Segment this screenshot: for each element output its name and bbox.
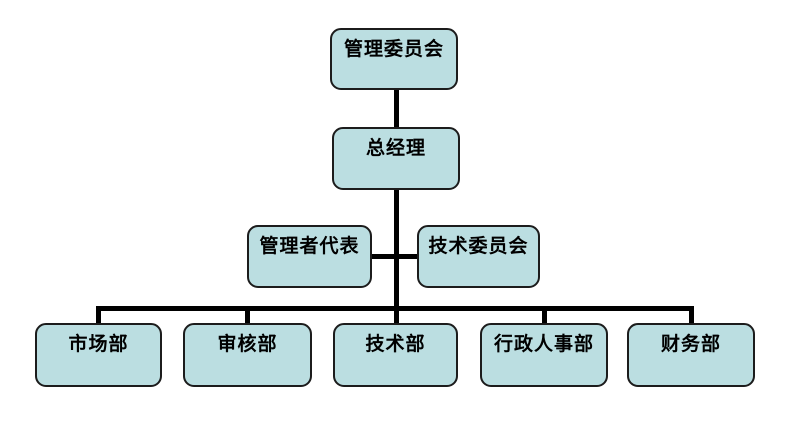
node-management-committee: 管理委员会: [330, 28, 458, 90]
connector-committee-to-gm: [394, 88, 399, 129]
connector-level4-bus: [96, 306, 694, 311]
connector-level3-horizontal: [370, 254, 419, 259]
node-label: 审核部: [217, 333, 278, 355]
node-marketing-dept: 市场部: [35, 323, 162, 387]
node-label: 总经理: [365, 137, 426, 159]
node-label: 财务部: [660, 333, 721, 355]
node-label: 市场部: [68, 333, 129, 355]
node-general-manager: 总经理: [332, 127, 460, 190]
node-label: 管理委员会: [343, 38, 444, 60]
node-technical-dept: 技术部: [333, 323, 458, 387]
connector-drop-marketing: [96, 306, 101, 325]
connector-drop-finance: [689, 306, 694, 325]
node-technical-committee: 技术委员会: [417, 225, 540, 288]
node-label: 技术委员会: [428, 235, 529, 257]
node-admin-hr-dept: 行政人事部: [480, 323, 608, 387]
connector-drop-admin-hr: [542, 306, 547, 325]
node-label: 行政人事部: [493, 333, 594, 355]
node-audit-dept: 审核部: [183, 323, 312, 387]
node-label: 管理者代表: [259, 235, 360, 257]
node-management-representative: 管理者代表: [247, 225, 372, 288]
node-finance-dept: 财务部: [627, 323, 755, 387]
connector-drop-audit: [245, 306, 250, 325]
node-label: 技术部: [365, 333, 426, 355]
